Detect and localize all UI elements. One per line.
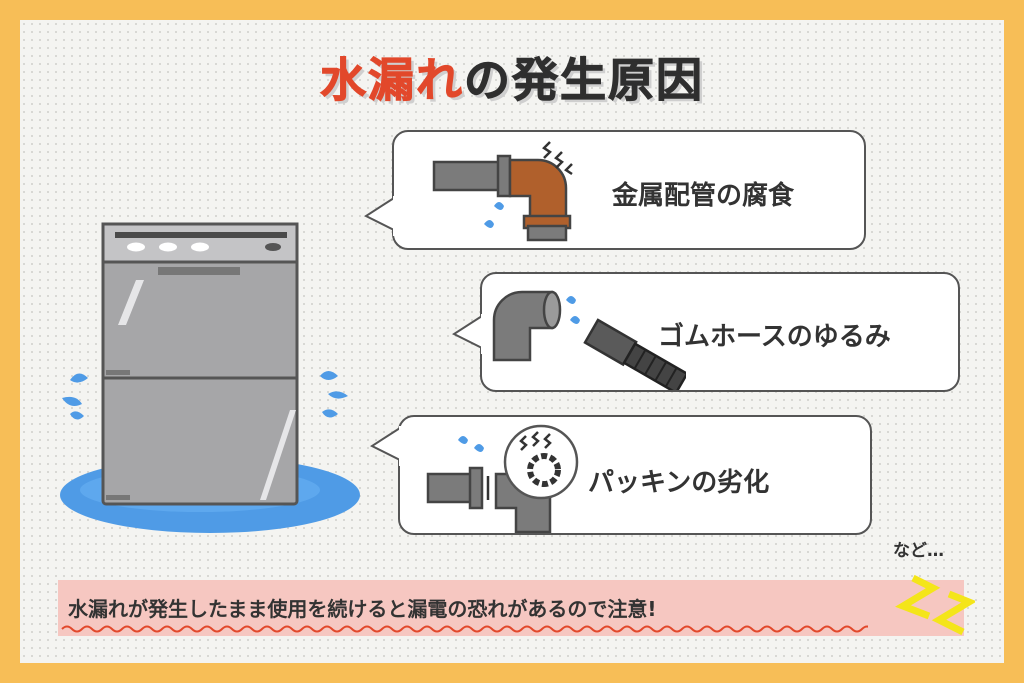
cause-label-packing: パッキンの劣化 [588, 468, 770, 498]
cause-label-hose: ゴムホースのゆるみ [658, 322, 891, 352]
cause-label-corrosion: 金属配管の腐食 [612, 181, 795, 211]
rubber-hose-icon [492, 290, 686, 390]
lightning-icon [895, 574, 975, 636]
packing-icon [426, 424, 579, 533]
water-drop-icon [70, 373, 88, 383]
warning-text: 水漏れが発生したまま使用を続けると漏電の恐れがあるので注意! [68, 597, 657, 621]
etc-label: など… [893, 541, 944, 561]
bubble-tail [364, 196, 399, 236]
bubble-tail [370, 426, 405, 466]
warning-banner: 水漏れが発生したまま使用を続けると漏電の恐れがあるので注意! [58, 580, 964, 636]
bubble-tail [452, 314, 487, 354]
dishwasher-illustration [60, 222, 360, 533]
wavy-underline [61, 625, 868, 633]
cause-bubble-hose [480, 272, 960, 392]
rusty-pipe-icon [432, 141, 573, 242]
title-rest: の発生原因 [464, 53, 704, 108]
page-title: 水漏れの発生原因 [0, 44, 1024, 110]
title-accent: 水漏れ [320, 53, 464, 108]
